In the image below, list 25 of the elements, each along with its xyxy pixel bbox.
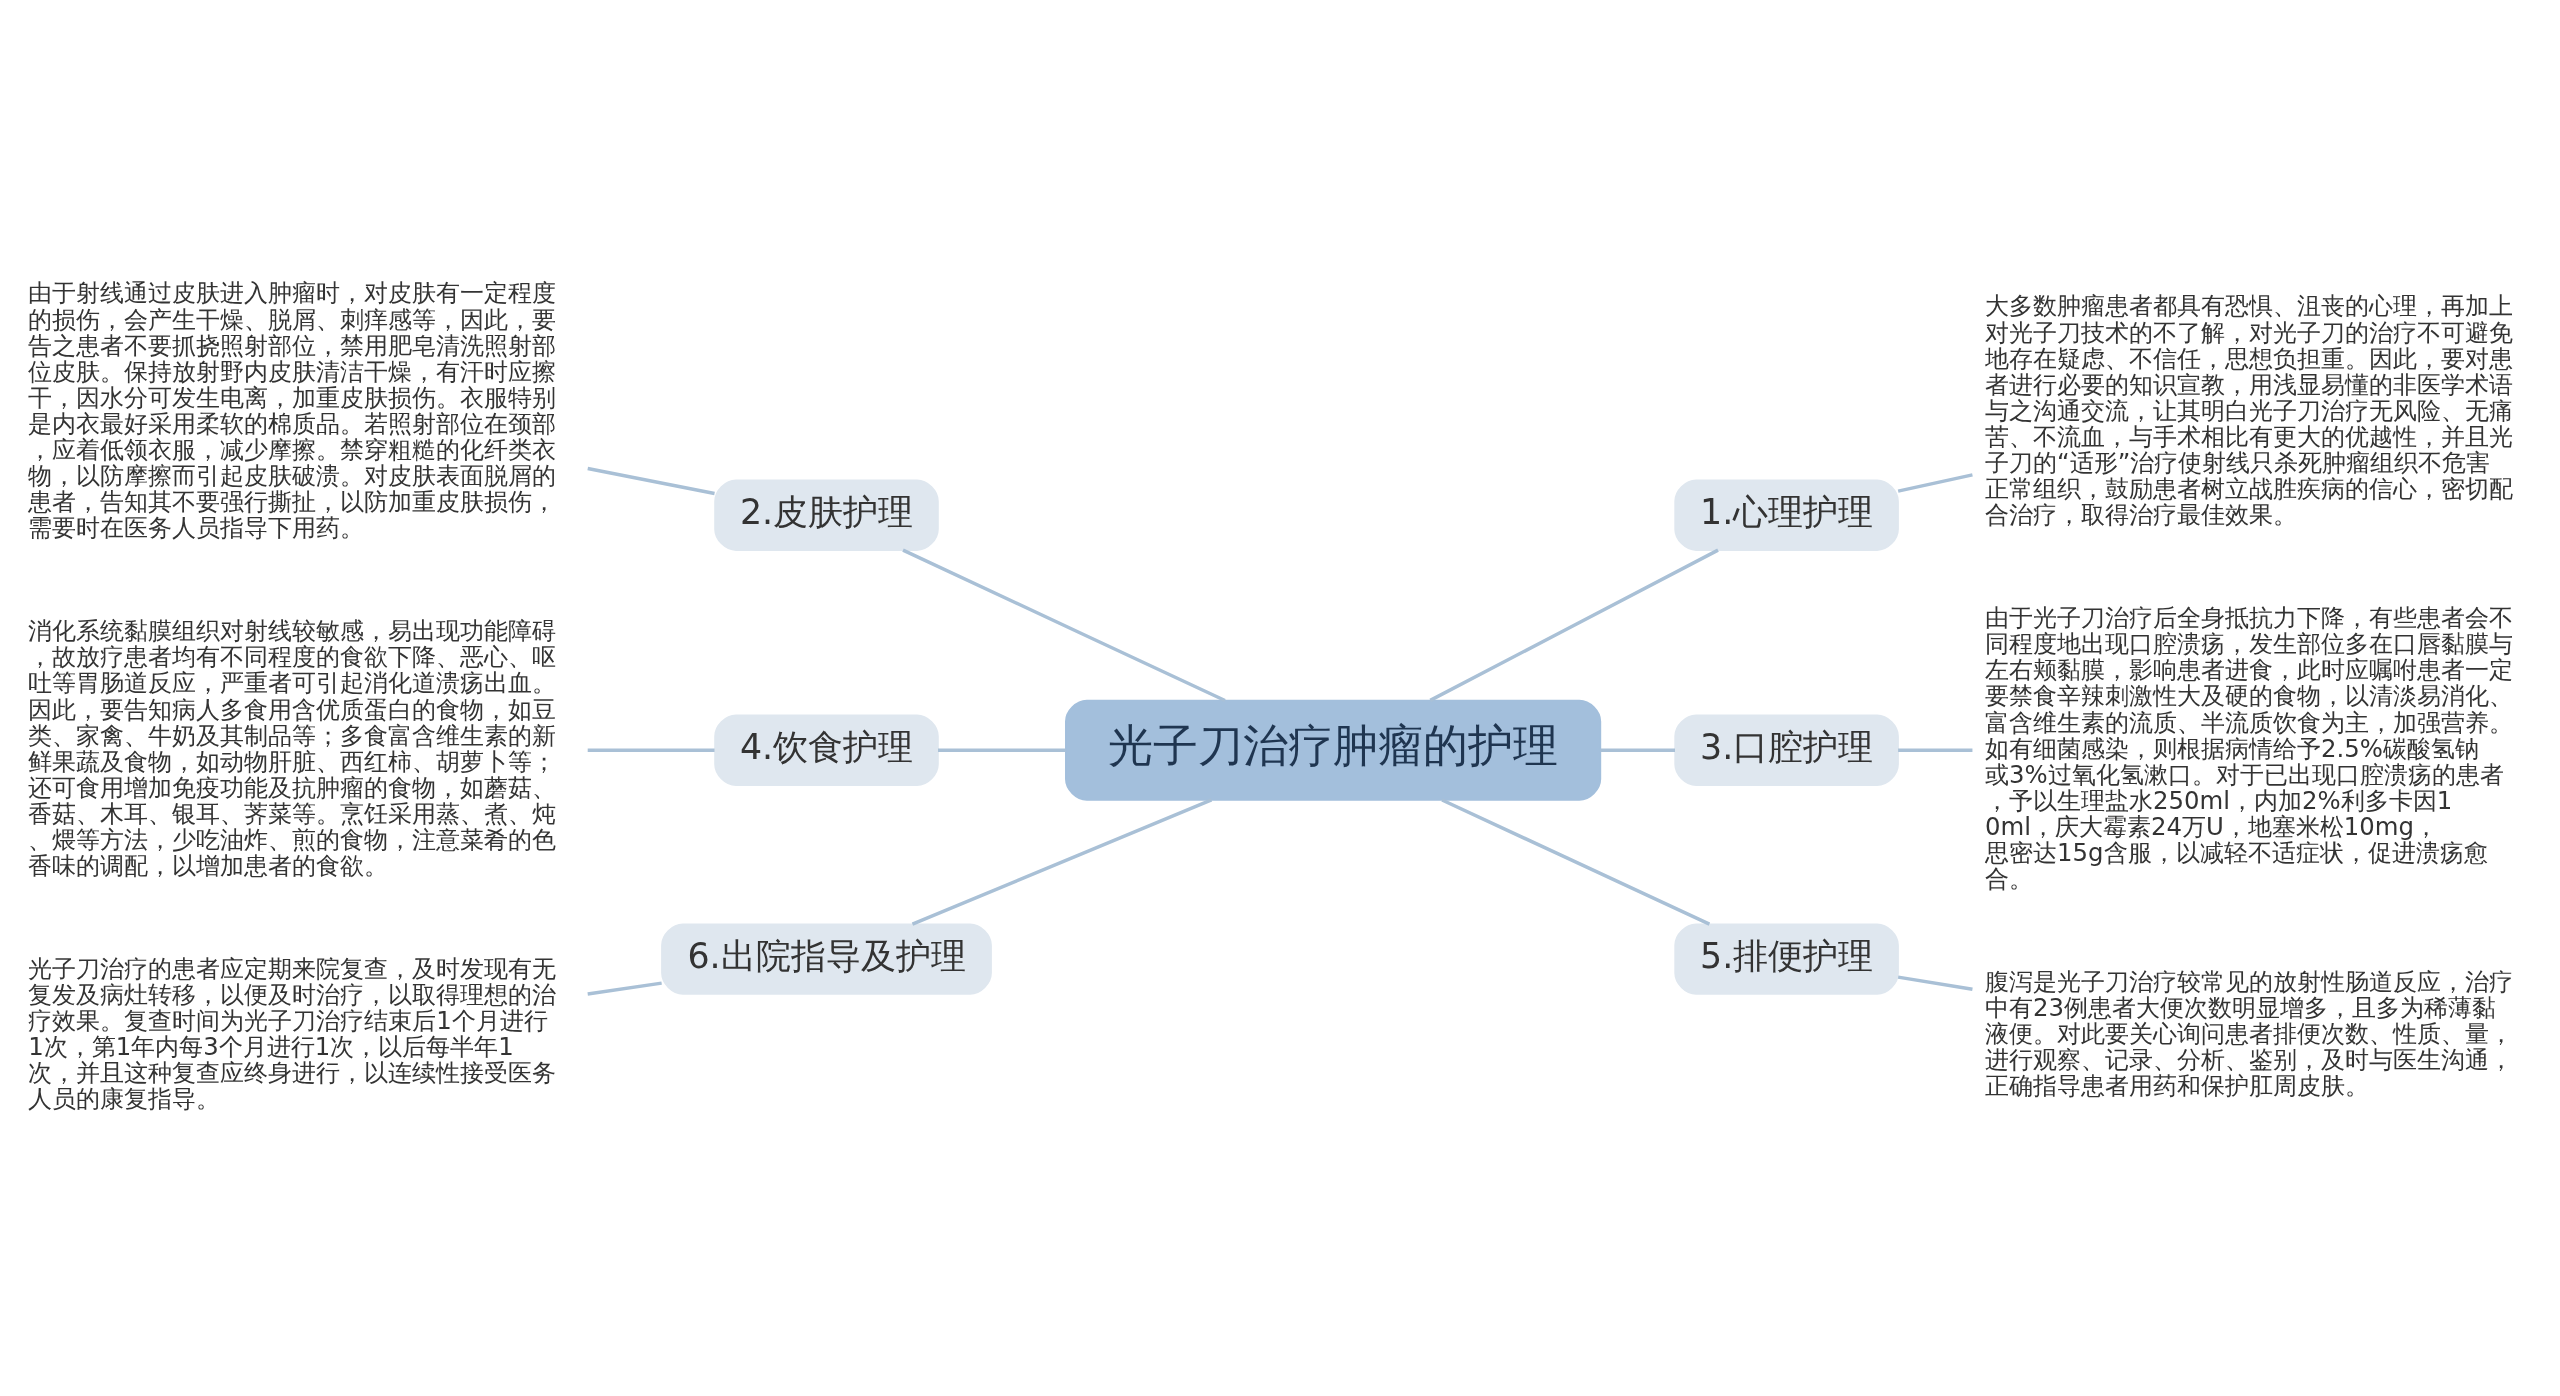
- node-box: 5.排便护理: [1674, 923, 1899, 995]
- node-text: 消化系统黏膜组织对射线较敏感，易出现功能障碍，故放疗患者均有不同程度的食欲下降、恶心、呕吐等胃肠道反应，严重者可引起消化道溃疡出血。因此，要告知病人多食用含优质蛋白的食物，如豆类、家禽、牛奶及其制品等；多食富含维生素的新鲜果蔬及食物，如动物肝脏、西红柿、胡萝卜等；还可食用增加免疫功能及抗肿瘤的食物，如蘑菇、香菇、木耳、银耳、荠菜等。烹饪采用蒸、煮、炖、煨等方法，少吃油炸、煎的食物，注意菜肴的色香味的调配，以增加患者的食欲。: [28, 616, 557, 881]
- connector: [587, 981, 662, 996]
- connector: [1897, 975, 1973, 991]
- node-box: 6.出院指导及护理: [661, 923, 992, 995]
- connector: [938, 748, 1066, 752]
- connector: [587, 466, 715, 496]
- node-text: 由于射线通过皮肤进入肿瘤时，对皮肤有一定程度的损伤，会产生干燥、脱屑、刺痒感等，因此，要告之患者不要抓挠照射部位，禁用肥皂清洗照射部位皮肤。保持放射野内皮肤清洁干燥，有汗时应擦干，因水分可发生电离，加重皮肤损伤。衣服特别是内衣最好采用柔软的棉质品。若照射部位在颈部，应着低领衣服，减少摩擦。禁穿粗糙的化纤类衣物，以防摩擦而引起皮肤破溃。对皮肤表面脱屑的患者，告知其不要强行撕扯，以防加重皮肤损伤，需要时在医务人员指导下用药。: [28, 278, 557, 543]
- connector: [587, 748, 715, 752]
- node-box: 3.口腔护理: [1674, 714, 1899, 786]
- node-text: 大多数肿瘤患者都具有恐惧、沮丧的心理，再加上对光子刀技术的不了解，对光子刀的治疗不可避免地存在疑虑、不信任，思想负担重。因此，要对患者进行必要的知识宣教，用浅显易懂的非医学术语与之沟通交流，让其明白光子刀治疗无风险、无痛苦、不流血，与手术相比有更大的优越性，并且光子刀的“适形”治疗使射线只杀死肿瘤组织不危害正常组织，鼓励患者树立战胜疾病的信心，密切配合治疗，取得治疗最佳效果。: [1985, 291, 2514, 530]
- connector: [1429, 548, 1719, 702]
- node-box: 2.皮肤护理: [714, 479, 939, 551]
- connector: [1441, 798, 1711, 926]
- connector: [911, 798, 1213, 926]
- node-text: 腹泻是光子刀治疗较常见的放射性肠道反应，治疗中有23例患者大便次数明显增多，且多为稀薄黏液便。对此要关心询问患者排便次数、性质、量，进行观察、记录、分析、鉴别，及时与医生沟通，正确指导患者用药和保护肛周皮肤。: [1985, 966, 2514, 1101]
- node-text: 光子刀治疗的患者应定期来院复查，及时发现有无复发及病灶转移，以便及时治疗，以取得理想的治疗效果。复查时间为光子刀治疗结束后1个月进行1次，第1年内每3个月进行1次，以后每半年1次，并且这种复查应终身进行，以连续性接受医务人员的康复指导。: [28, 953, 557, 1114]
- connector: [1898, 748, 1973, 752]
- node-text: 由于光子刀治疗后全身抵抗力下降，有些患者会不同程度地出现口腔溃疡，发生部位多在口唇黏膜与左右颊黏膜，影响患者进食，此时应嘱咐患者一定要禁食辛辣刺激性大及硬的食物，以清淡易消化、富含维生素的流质、半流质饮食为主，加强营养。如有细菌感染，则根据病情给予2.5%碳酸氢钠或3%过氧化氢漱口。对于已出现口腔溃疡的患者，予以生理盐水250ml，内加2%利多卡因10ml，庆大霉素24万U，地塞米松10mg，思密达15g含服，以减轻不适症状，促进溃疡愈合。: [1985, 603, 2514, 894]
- node-box: 1.心理护理: [1674, 479, 1899, 551]
- node-box: 光子刀治疗肿瘤的护理: [1065, 699, 1602, 801]
- node-box: 4.饮食护理: [714, 714, 939, 786]
- connector: [1897, 473, 1973, 493]
- connector: [1600, 748, 1675, 752]
- connector: [902, 548, 1226, 703]
